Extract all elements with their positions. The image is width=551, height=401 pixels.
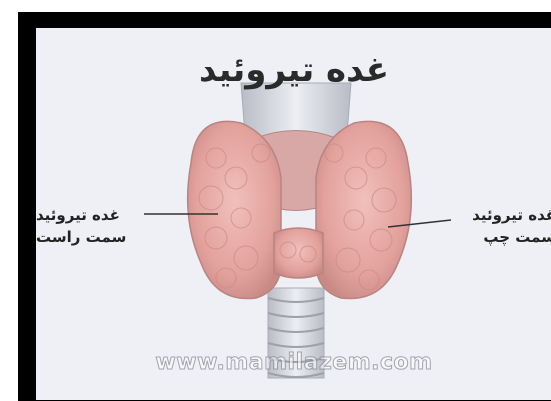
right-lobe-label-line2: سمت راست: [36, 226, 136, 248]
right-lobe-label-line1: غده تیروئید: [36, 204, 136, 226]
right-lobe-label: غده تیروئید سمت راست: [36, 204, 136, 248]
left-lobe-label-line1: غده تیروئید: [456, 204, 551, 226]
diagram-canvas: غده تیروئید غده تیروئید سمت راست غده تیر…: [36, 28, 551, 400]
image-frame: غده تیروئید غده تیروئید سمت راست غده تیر…: [18, 12, 551, 401]
left-lobe-label-line2: سمت چپ: [456, 226, 551, 248]
watermark: www.mamilazem.com: [36, 350, 551, 375]
left-lobe-label: غده تیروئید سمت چپ: [456, 204, 551, 248]
page-title: غده تیروئید: [36, 50, 551, 90]
